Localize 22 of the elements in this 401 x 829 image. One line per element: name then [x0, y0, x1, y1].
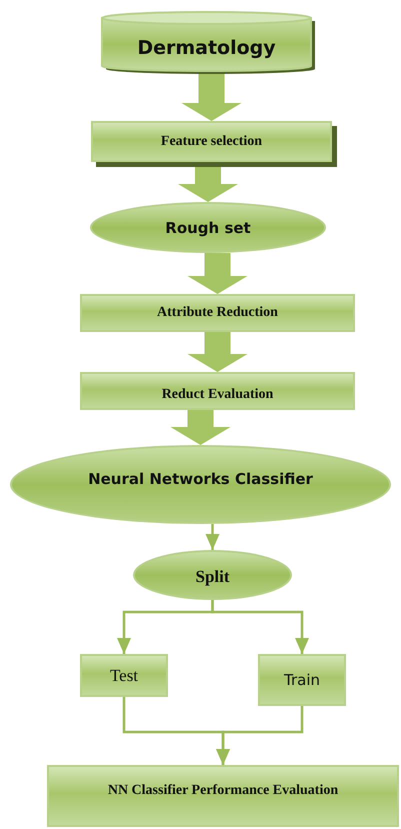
node-label: Rough set — [165, 218, 251, 236]
arrow — [216, 706, 304, 765]
block-arrow — [182, 72, 242, 121]
node-label: Attribute Reduction — [157, 305, 278, 321]
node-label: Neural Networks Classifier — [88, 470, 313, 490]
block-arrow — [188, 332, 248, 372]
process-box — [47, 765, 399, 827]
node-label: Train — [284, 671, 320, 689]
node-label: Reduct Evaluation — [162, 386, 274, 403]
node-label: Feature selection — [160, 134, 262, 150]
arrow — [206, 524, 220, 550]
node-label: NN Classifier Performance Evaluation — [108, 783, 338, 800]
process-box — [80, 654, 168, 697]
node-label: Split — [195, 566, 230, 587]
node-label: Test — [110, 666, 138, 686]
block-arrow — [170, 410, 230, 445]
arrow — [211, 600, 309, 654]
block-arrow — [188, 253, 248, 294]
process-box — [80, 294, 355, 332]
process-box — [258, 654, 346, 706]
node-label: Dermatology — [137, 36, 276, 59]
process-box — [80, 372, 355, 410]
